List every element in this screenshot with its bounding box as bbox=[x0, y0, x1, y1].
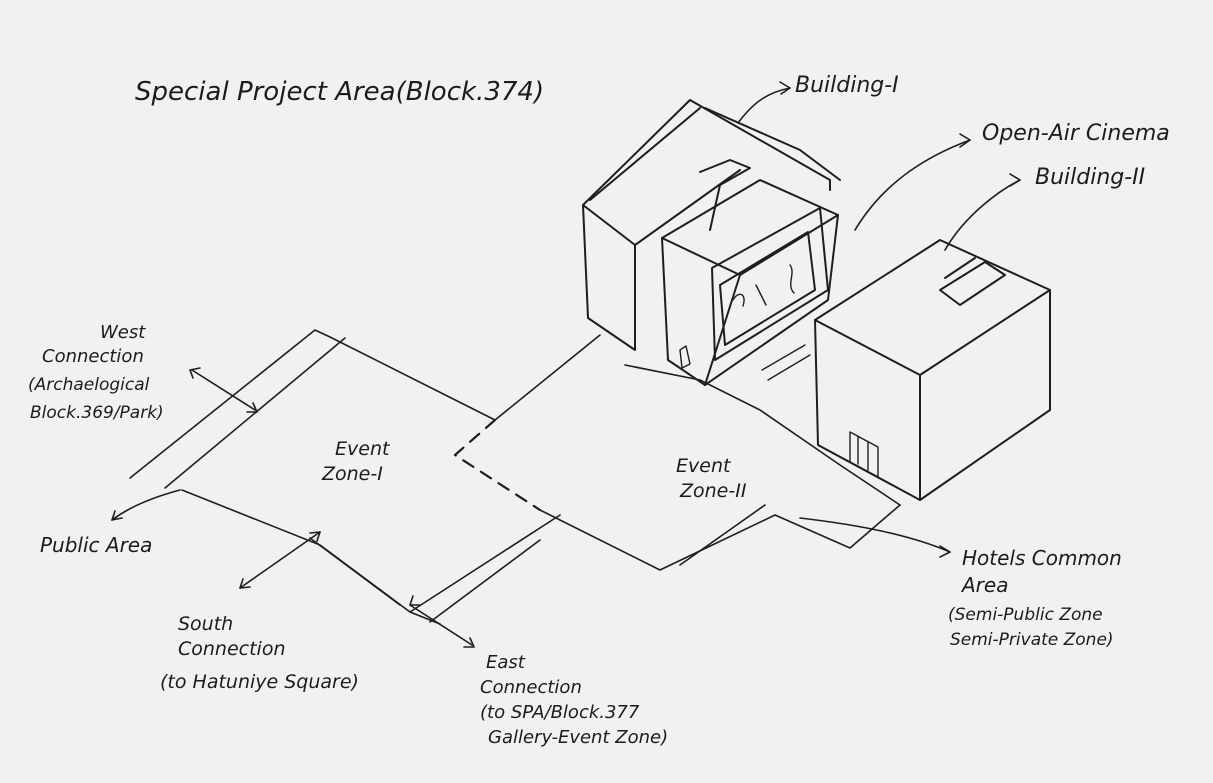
cinema-volume bbox=[662, 180, 838, 385]
building-1-volume bbox=[583, 100, 840, 350]
event-zone-1-line-1: Event bbox=[335, 438, 391, 460]
label-building-1: Building-I bbox=[795, 73, 899, 98]
title: Special Project Area(Block.374) bbox=[135, 77, 544, 107]
west-connection-line-4: Block.369/Park) bbox=[30, 403, 164, 423]
label-hotels-common-area: Hotels Common Area (Semi-Public Zone Sem… bbox=[948, 546, 1122, 650]
south-connection-line-3: (to Hatuniye Square) bbox=[160, 671, 359, 693]
hotels-line-3: (Semi-Public Zone bbox=[948, 605, 1103, 625]
south-connection-line-2: Connection bbox=[178, 638, 286, 660]
label-east-connection: East Connection (to SPA/Block.377 Galler… bbox=[480, 652, 668, 748]
label-event-zone-2: Event Zone-II bbox=[676, 455, 747, 502]
west-connection-line-3: (Archaelogical bbox=[28, 375, 150, 395]
event-zone-2-line-1: Event bbox=[676, 455, 732, 477]
east-connection-line-1: East bbox=[486, 652, 526, 673]
building-1-label: Building-I bbox=[795, 73, 899, 98]
event-zone-1-line-2: Zone-I bbox=[321, 463, 383, 485]
label-building-2: Building-II bbox=[1035, 165, 1145, 190]
west-connection-line-2: Connection bbox=[42, 346, 144, 367]
east-connection-line-3: (to SPA/Block.377 bbox=[480, 702, 640, 723]
public-area-label: Public Area bbox=[40, 533, 152, 557]
east-connection-line-4: Gallery-Event Zone) bbox=[488, 727, 668, 748]
event-zone-divider bbox=[455, 420, 540, 510]
west-connection-line-1: West bbox=[100, 322, 146, 343]
building-2-label: Building-II bbox=[1035, 165, 1145, 190]
building-2-volume bbox=[762, 240, 1050, 500]
south-connection-line-1: South bbox=[178, 613, 233, 635]
hotels-line-1: Hotels Common bbox=[962, 546, 1122, 570]
open-air-cinema-label: Open-Air Cinema bbox=[982, 121, 1170, 146]
label-open-air-cinema: Open-Air Cinema bbox=[982, 121, 1170, 146]
label-south-connection: South Connection (to Hatuniye Square) bbox=[160, 613, 359, 693]
hotels-line-4: Semi-Private Zone) bbox=[950, 630, 1114, 650]
hotels-line-2: Area bbox=[960, 573, 1008, 597]
event-zone-2-outline bbox=[495, 335, 900, 570]
arrows bbox=[112, 82, 1020, 647]
label-west-connection: West Connection (Archaelogical Block.369… bbox=[28, 322, 164, 423]
event-zone-2-line-2: Zone-II bbox=[679, 480, 747, 502]
east-connection-line-2: Connection bbox=[480, 677, 582, 698]
label-event-zone-1: Event Zone-I bbox=[321, 438, 391, 485]
